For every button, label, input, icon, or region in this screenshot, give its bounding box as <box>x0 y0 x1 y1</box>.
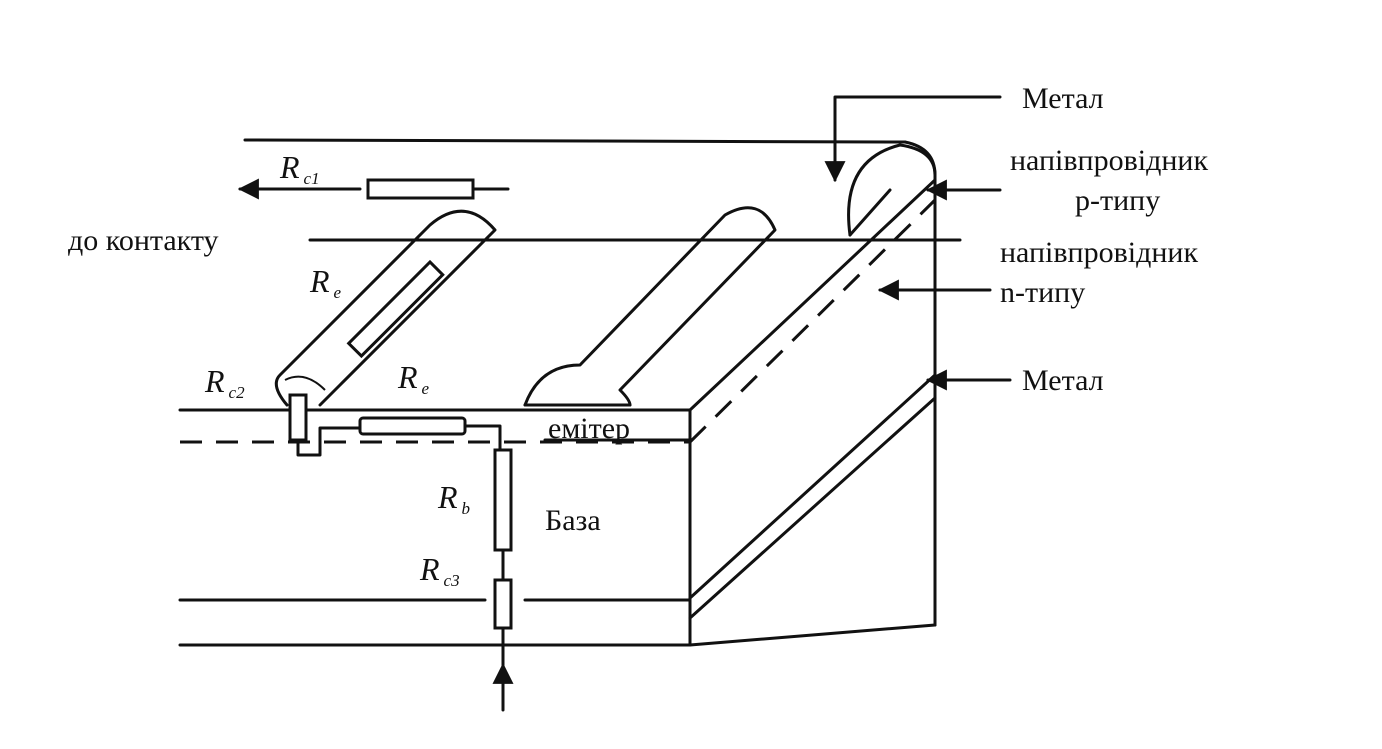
semiconductor-block <box>178 138 962 647</box>
label-semi-n-line2: n-типу <box>1000 276 1085 309</box>
resistor-rc3 <box>493 578 513 630</box>
metal-strip-middle <box>523 206 777 407</box>
label-base: База <box>545 504 601 537</box>
metal-strip-left <box>274 209 497 407</box>
pn-boundary-side <box>688 198 937 444</box>
label-semi-n-line1: напівпровідник <box>1000 236 1198 269</box>
resistor-re-tube <box>346 259 445 359</box>
block-top-diagonal-edge <box>688 178 937 412</box>
re-wire <box>463 424 502 452</box>
resistor-rc2 <box>288 393 308 442</box>
resistor-rb <box>493 448 513 552</box>
metal-strip-right <box>847 143 937 237</box>
block-right-back-edge <box>903 140 937 627</box>
block-bottom-diagonal-edge <box>688 623 937 647</box>
label-semi-p-line2: р-типу <box>1075 184 1160 217</box>
block-metal-diagonal-2 <box>688 396 937 620</box>
arrow-metal-top <box>824 95 1002 183</box>
rc2-wire <box>296 426 362 457</box>
label-to-contact: до контакту <box>68 224 219 257</box>
label-emitter: емітер <box>548 412 630 445</box>
resistor-re <box>358 416 467 436</box>
block-back-edge <box>243 138 907 144</box>
resistor-rc1 <box>366 178 475 200</box>
label-metal-bottom: Метал <box>1022 364 1104 397</box>
block-metal-diagonal-1 <box>688 373 937 600</box>
label-semi-p-line1: напівпровідник <box>1010 144 1208 177</box>
label-metal-top: Метал <box>1022 82 1104 115</box>
